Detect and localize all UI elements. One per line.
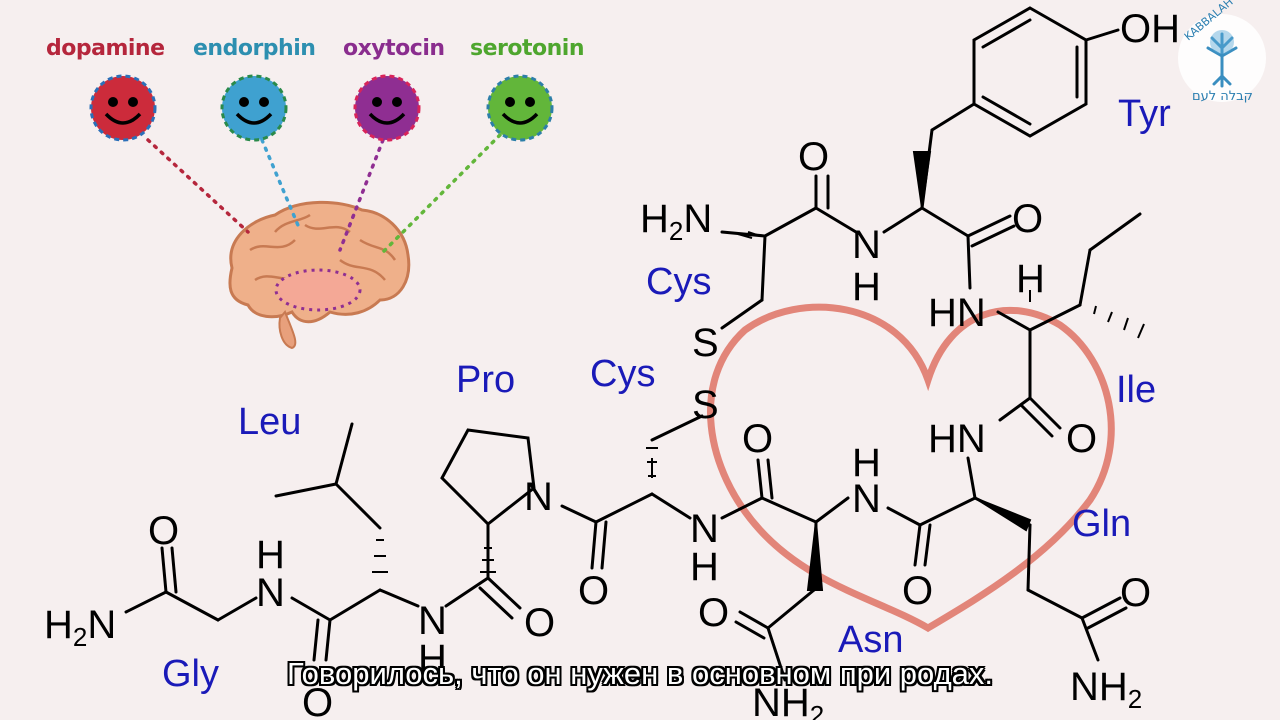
atom-o: O xyxy=(578,569,609,613)
atom-n: N xyxy=(852,477,881,521)
logo-text-hebrew: קבלה לעם xyxy=(1192,89,1253,104)
atom-h: H xyxy=(690,545,719,589)
atom-o: O xyxy=(302,681,333,720)
atom-h2n: H2N xyxy=(640,197,712,246)
label-ile: Ile xyxy=(1116,369,1156,411)
smiley-face-dopamine xyxy=(89,74,157,142)
atom-h: H xyxy=(852,265,881,309)
atom-n: N xyxy=(524,475,553,519)
brain-illustration xyxy=(228,200,411,350)
atom-o: O xyxy=(742,417,773,461)
atom-s: S xyxy=(692,383,719,427)
atom-hn: HN xyxy=(928,291,986,335)
hormone-label-endorphin: endorphin xyxy=(193,36,316,61)
label-gly: Gly xyxy=(162,653,219,695)
atom-o: O xyxy=(1012,197,1043,241)
smiley-face-oxytocin xyxy=(353,74,421,142)
atom-n: N xyxy=(256,571,285,615)
label-pro: Pro xyxy=(456,359,515,401)
smiley-face-endorphin xyxy=(220,74,288,142)
atom-o: O xyxy=(798,135,829,179)
label-gln: Gln xyxy=(1072,503,1131,545)
hormone-label-oxytocin: oxytocin xyxy=(343,36,445,61)
atom-s: S xyxy=(692,321,719,365)
atom-nh2: NH2 xyxy=(752,681,824,720)
atom-o: O xyxy=(148,509,179,553)
atom-nh2: NH2 xyxy=(1070,665,1142,714)
atom-o: O xyxy=(524,601,555,645)
atom-h: H xyxy=(852,441,881,485)
atom-labels: OH H2N O N H O H HN S S O HN O H N N N H… xyxy=(44,7,1180,720)
atom-n: N xyxy=(690,507,719,551)
atom-o: O xyxy=(698,591,729,635)
atom-o: O xyxy=(902,569,933,613)
atom-n: N xyxy=(418,599,447,643)
atom-o: O xyxy=(1120,571,1151,615)
atom-hn: HN xyxy=(928,417,986,461)
stereo-bonds xyxy=(372,151,1145,591)
atom-n: N xyxy=(852,223,881,267)
atom-h: H xyxy=(1016,257,1045,301)
atom-h: H xyxy=(418,637,447,681)
atom-h: H xyxy=(256,533,285,577)
atom-oh: OH xyxy=(1120,7,1180,51)
label-tyr: Tyr xyxy=(1118,93,1171,135)
connection-lines xyxy=(146,133,502,257)
tree-icon xyxy=(1206,32,1238,88)
label-cys: Cys xyxy=(646,261,711,303)
hormone-label-dopamine: dopamine xyxy=(46,36,165,61)
video-subtitle: Говорилось, что он нужен в основном при … xyxy=(286,656,994,691)
molecule-bonds xyxy=(124,6,1142,682)
hormone-label-serotonin: serotonin xyxy=(470,36,584,61)
label-leu: Leu xyxy=(238,401,301,443)
heart-shape xyxy=(706,303,1115,633)
limbic-region-highlight xyxy=(274,268,362,312)
label-asn: Asn xyxy=(838,619,903,661)
kabbalah-laam-logo: KABBALAH LA'AM קבלה לעם xyxy=(1178,0,1266,104)
atom-o: O xyxy=(1066,417,1097,461)
smiley-face-serotonin xyxy=(486,74,554,142)
label-cys: Cys xyxy=(590,353,655,395)
atom-h2n: H2N xyxy=(44,603,116,652)
amino-acid-labels: Tyr Cys Cys Ile Pro Leu Gln Asn Gly xyxy=(162,93,1171,695)
